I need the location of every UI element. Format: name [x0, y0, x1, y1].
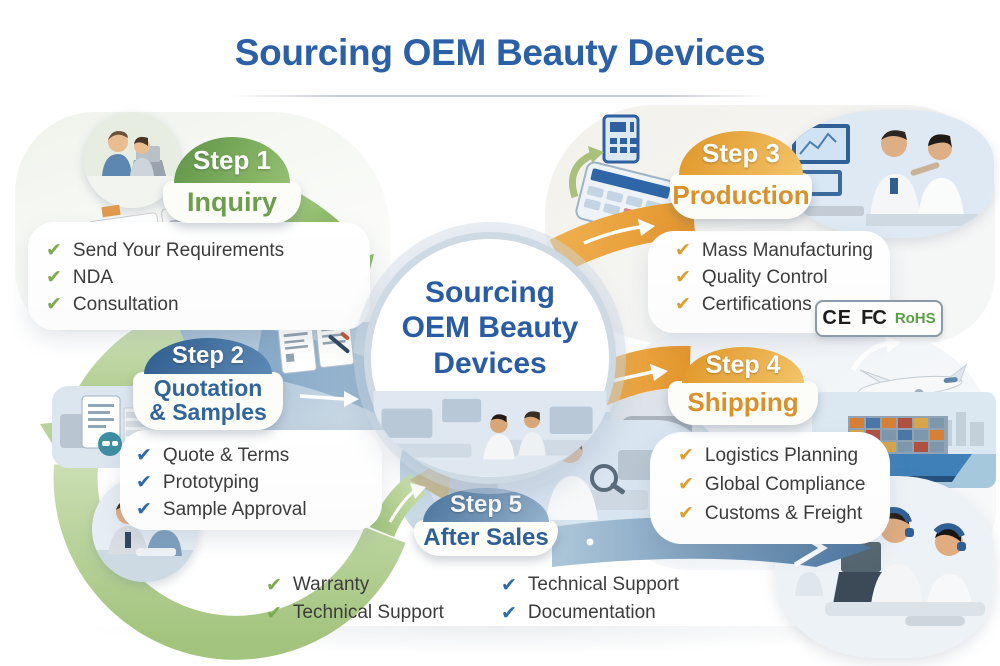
- page-title: Sourcing OEM Beauty Devices: [234, 32, 766, 73]
- step1-title: Inquiry: [163, 181, 301, 223]
- step4-title: Shipping: [668, 381, 818, 425]
- check-icon: ✔: [678, 445, 694, 466]
- center-title: Sourcing OEM Beauty Devices: [371, 275, 609, 381]
- step1-banner: Step 1: [174, 137, 290, 183]
- checklist-item: ✔ Mass Manufacturing: [675, 237, 873, 264]
- center-title-line3: Devices: [433, 346, 547, 380]
- check-icon: ✔: [136, 472, 152, 493]
- checklist-item: ✔ Logistics Planning: [678, 441, 865, 470]
- check-icon: ✔: [266, 602, 282, 624]
- check-icon: ✔: [266, 574, 282, 596]
- step2-title: Quotation & Samples: [133, 372, 283, 430]
- checklist-step1: ✔ Send Your Requirements ✔ NDA ✔ Consultati…: [46, 237, 284, 318]
- checklist-item-label: Prototyping: [162, 471, 260, 493]
- checklist-item: ✔ NDA: [46, 264, 284, 291]
- check-icon: ✔: [46, 294, 62, 315]
- step2-label: Step 2: [171, 342, 245, 369]
- check-icon: ✔: [675, 240, 691, 261]
- checklist-item: ✔ Quote & Terms: [136, 442, 307, 469]
- checklist-item: ✔ Quality Control: [675, 264, 873, 291]
- checklist-item-label: Quote & Terms: [162, 444, 290, 466]
- checklist-item-label: Warranty: [292, 574, 370, 595]
- checklist-item-label: Logistics Planning: [704, 444, 859, 466]
- checklist-item-label: Technical Support: [292, 602, 444, 623]
- checklist-item-label: Global Compliance: [704, 473, 866, 495]
- checklist-item-label: Consultation: [72, 293, 179, 315]
- checklist-item: ✔ Consultation: [46, 291, 284, 318]
- step2-banner: Step 2: [144, 338, 272, 374]
- step3-badge: Step 3 Production: [670, 131, 812, 219]
- checklist-item: ✔ Send Your Requirements: [46, 237, 284, 264]
- center-title-line2: OEM Beauty: [401, 311, 579, 345]
- checklist-item-label: Documentation: [527, 602, 656, 623]
- checklist-after-sales-right: ✔ Technical Support ✔ Documentation: [501, 571, 679, 627]
- checklist-item: ✔ Warranty: [266, 571, 444, 599]
- check-icon: ✔: [501, 574, 517, 596]
- checklist-item: ✔ Global Compliance: [678, 470, 865, 499]
- checklist-item: ✔ Prototyping: [136, 469, 307, 496]
- check-icon: ✔: [46, 267, 62, 288]
- checklist-item: ✔ Technical Support: [501, 571, 679, 599]
- check-icon: ✔: [46, 240, 62, 261]
- check-icon: ✔: [501, 602, 517, 624]
- checklist-item: ✔ Customs & Freight: [678, 499, 865, 528]
- step1-label: Step 1: [192, 144, 272, 175]
- step4-badge: Step 4 Shipping: [668, 347, 818, 425]
- checklist-item: ✔ Certifications: [675, 291, 873, 318]
- fcc-mark: FC: [861, 307, 887, 329]
- checklist-step4: ✔ Logistics Planning ✔ Global Compliance ✔…: [678, 441, 865, 528]
- ce-mark: CE: [822, 307, 853, 329]
- center-circle: Sourcing OEM Beauty Devices: [364, 232, 616, 484]
- checklist-item-label: Customs & Freight: [704, 502, 863, 524]
- step2-badge: Step 2 Quotation & Samples: [133, 338, 283, 430]
- checklist-item: ✔ Technical Support: [266, 599, 444, 627]
- step3-title: Production: [670, 173, 812, 219]
- step5-banner: Step 5: [423, 488, 549, 522]
- step1-badge: Step 1 Inquiry: [163, 137, 301, 223]
- checklist-item: ✔ Sample Approval: [136, 496, 307, 523]
- checklist-item-label: NDA: [72, 266, 114, 288]
- step5-title: After Sales: [414, 520, 558, 556]
- photo-inquiry-team: [84, 112, 180, 208]
- center-title-line1: Sourcing: [424, 276, 555, 309]
- checklist-item-label: Mass Manufacturing: [701, 239, 873, 261]
- title-divider: [230, 95, 770, 97]
- checklist-item-label: Certifications: [701, 293, 812, 315]
- check-icon: ✔: [678, 474, 694, 495]
- step3-banner: Step 3: [679, 131, 803, 175]
- step5-badge: Step 5 After Sales: [414, 488, 558, 556]
- check-icon: ✔: [678, 503, 694, 524]
- checklist-item-label: Send Your Requirements: [72, 239, 285, 261]
- checklist-item-label: Technical Support: [527, 574, 679, 595]
- check-icon: ✔: [675, 294, 691, 315]
- checklist-item-label: Quality Control: [701, 266, 828, 288]
- photo-production-lab-team: [782, 110, 994, 238]
- rohs-mark: RoHS: [894, 310, 936, 327]
- checklist-item: ✔ Documentation: [501, 599, 679, 627]
- step4-banner: Step 4: [682, 347, 804, 383]
- check-icon: ✔: [675, 267, 691, 288]
- checklist-item-label: Sample Approval: [162, 498, 307, 520]
- certification-badge: CE FC RoHS: [815, 300, 943, 337]
- step4-label: Step 4: [705, 350, 781, 379]
- step5-label: Step 5: [449, 491, 523, 518]
- check-icon: ✔: [136, 445, 152, 466]
- checklist-after-sales-left: ✔ Warranty ✔ Technical Support: [266, 571, 444, 627]
- check-icon: ✔: [136, 499, 152, 520]
- step3-label: Step 3: [701, 137, 781, 168]
- checklist-step2: ✔ Quote & Terms ✔ Prototyping ✔ Sample Appr…: [136, 442, 307, 523]
